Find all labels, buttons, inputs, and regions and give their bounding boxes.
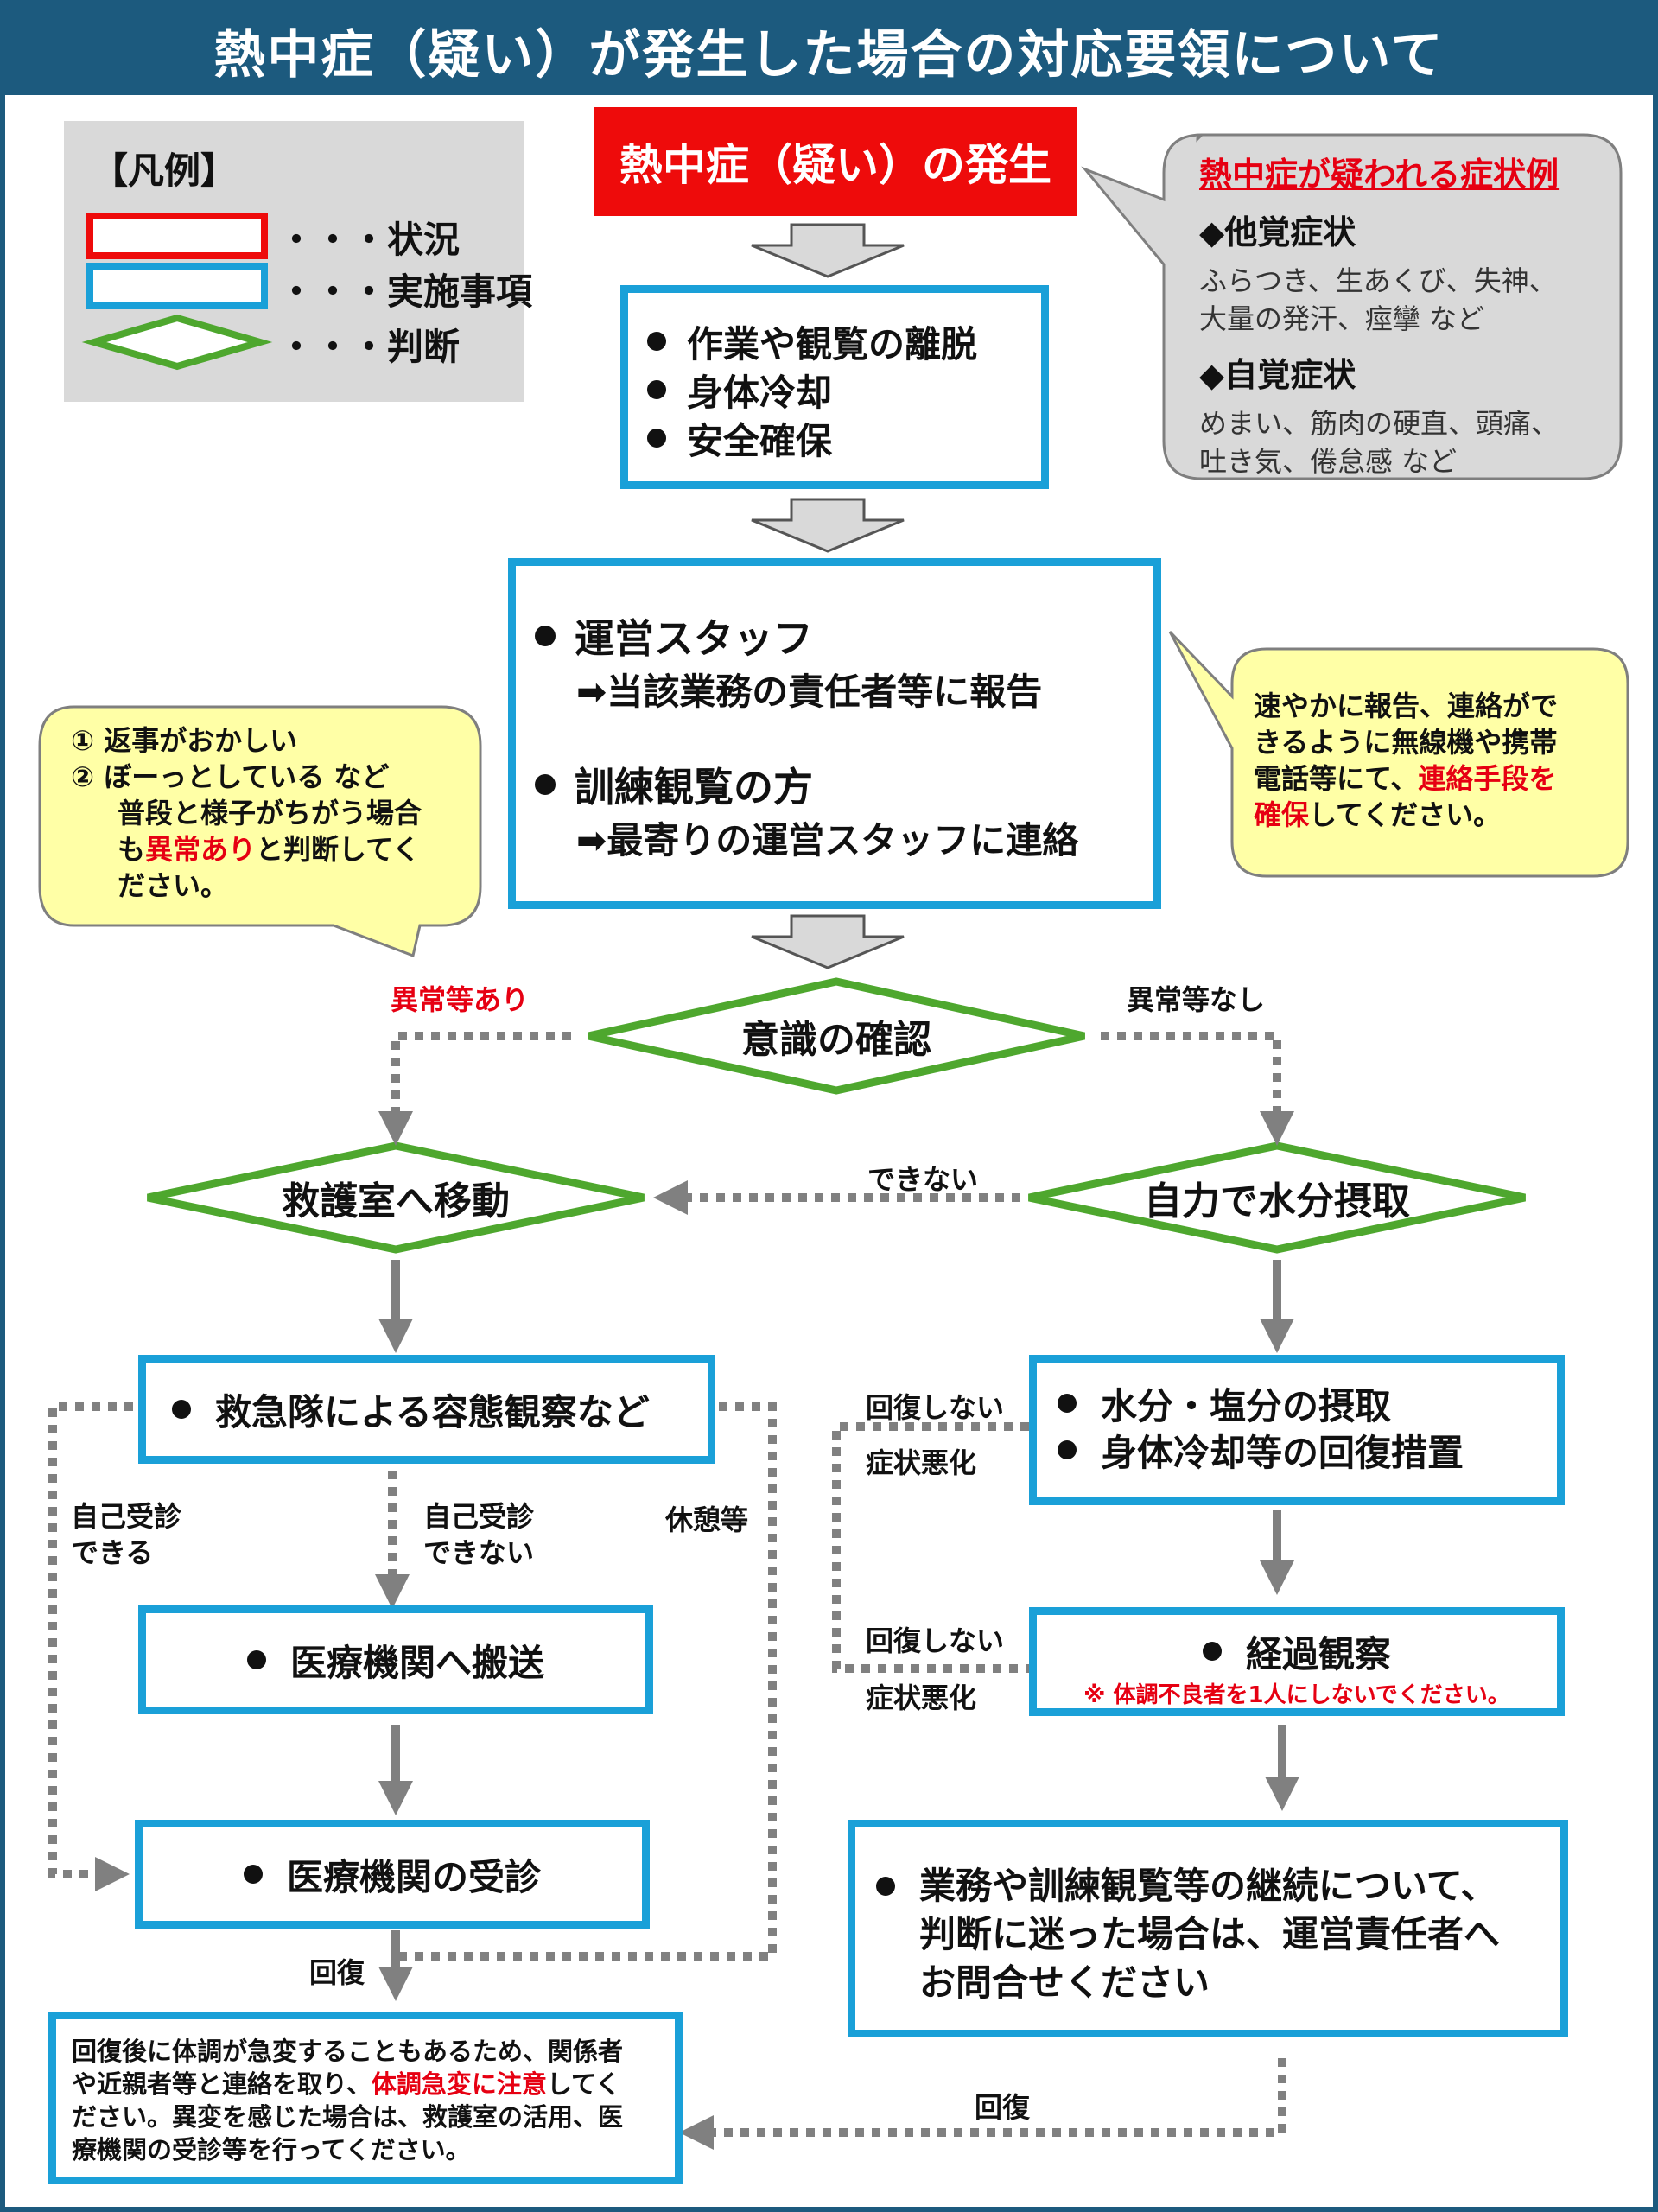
- final-note-line-1: 回復後に体調が急変することもあるため、関係者: [72, 2037, 624, 2066]
- abnormal-callout-shape: [38, 705, 482, 958]
- contact-note-line-1: 速やかに報告、連絡がで: [1254, 690, 1559, 722]
- transport-text: 医療機関へ搬送: [289, 1641, 544, 1684]
- continue-line-1: 業務や訓練観覧等の継続について、: [919, 1865, 1497, 1907]
- consciousness-check: 意識の確認: [741, 1018, 931, 1062]
- ambulance-observation-text: 救急隊による容態観察など: [215, 1390, 650, 1433]
- normal-path: [1101, 1032, 1294, 1146]
- legend-decision-label: ・・・判断: [278, 326, 461, 368]
- subjective-symptoms: めまい、筋肉の硬直、頭痛、 吐き気、倦怠感 など: [1199, 404, 1605, 480]
- objective-symptoms: ふらつき、生あくび、失神、 大量の発汗、痙攣 など: [1199, 262, 1605, 338]
- contact-note-line-4: 確保してください。: [1254, 798, 1502, 831]
- observation-note: ※ 体調不良者を1人にしないでください。: [1083, 1682, 1510, 1708]
- rest-label: 休憩等: [665, 1503, 749, 1536]
- worsened-label-2: 症状悪化: [866, 1681, 977, 1714]
- contact-note-line-3: 電話等にて、連絡手段を: [1254, 762, 1557, 795]
- final-note-box: 回復後に体調が急変することもあるため、関係者 や近親者等と連絡を取り、体調急変に…: [48, 2012, 683, 2184]
- block-arrow-1: [751, 223, 905, 278]
- legend-heading: 【凡例】: [92, 149, 238, 192]
- abnormal-note-line-3: 普段と様子がちがう場合: [118, 797, 422, 830]
- consciousness-diamond: [588, 977, 1085, 1095]
- objective-line-2: 大量の発汗、痙攣 など: [1199, 302, 1485, 335]
- self-hydrate-diamond: [1028, 1141, 1526, 1254]
- hydration-action-2: 身体冷却等の回復措置: [1058, 1427, 1557, 1474]
- abnormal-path: [378, 1032, 571, 1146]
- subjective-line-1: めまい、筋肉の硬直、頭痛、: [1199, 407, 1560, 440]
- flow-connectors: [38, 121, 1629, 2150]
- legend-green-swatch: [81, 314, 273, 371]
- observation-box: 経過観察 ※ 体調不良者を1人にしないでください。: [1029, 1607, 1565, 1716]
- subjective-heading: ◆自覚症状: [1199, 356, 1356, 394]
- recovery-left-label: 回復: [309, 1956, 365, 1989]
- not-recovered-label-2: 回復しない: [866, 1624, 1005, 1657]
- page-title: 熱中症（疑い）が発生した場合の対応要領について: [5, 5, 1653, 95]
- abnormal-note-line-2: ② ぼーっとしている など: [71, 760, 390, 793]
- final-note-line-3: ださい。異変を感じた場合は、救護室の活用、医: [72, 2102, 624, 2132]
- report-box: 運営スタッフ ➡当該業務の責任者等に報告 訓練観覧の方 ➡最寄りの運営スタッフに…: [508, 558, 1161, 909]
- symptoms-callout-shape: [1081, 133, 1623, 480]
- worsened-label-1: 症状悪化: [866, 1446, 977, 1479]
- recover-not-path: [832, 1422, 1029, 1673]
- hydration-box: 水分・塩分の摂取 身体冷却等の回復措置: [1029, 1355, 1565, 1505]
- self-visit-cannot-label: 自己受診できない: [423, 1500, 535, 1569]
- occurrence-box: 熱中症（疑い）の発生: [594, 107, 1077, 216]
- contact-note: 速やかに報告、連絡がで きるように無線機や携帯 電話等にて、連絡手段を 確保して…: [1254, 688, 1558, 833]
- symptoms-heading: 熱中症が疑われる症状例: [1199, 156, 1560, 194]
- first-action-2: 身体冷却: [647, 365, 1041, 414]
- objective-heading: ◆他覚症状: [1199, 213, 1356, 251]
- subjective-line-2: 吐き気、倦怠感 など: [1199, 445, 1458, 478]
- move-aid-decision: 救護室へ移動: [282, 1179, 510, 1224]
- not-recovered-label-1: 回復しない: [866, 1391, 1005, 1424]
- legend-action-label: ・・・実施事項: [278, 270, 533, 313]
- transport-box: 医療機関へ搬送: [138, 1605, 653, 1714]
- abnormal-note-line-1: ① 返事がおかしい: [71, 724, 298, 757]
- legend-red-swatch: [86, 213, 268, 259]
- first-actions-box: 作業や観覧の離脱 身体冷却 安全確保: [620, 285, 1049, 489]
- occurrence-text: 熱中症（疑い）の発生: [619, 140, 1051, 190]
- cannot-label: できない: [867, 1163, 979, 1196]
- contact-note-line-2: きるように無線機や携帯: [1254, 726, 1558, 759]
- continue-line-2: 判断に迷った場合は、運営責任者へ: [919, 1913, 1501, 1955]
- abnormal-note-line-5: ださい。: [118, 869, 229, 902]
- legend-situation-label: ・・・状況: [278, 219, 461, 261]
- move-aid-diamond: [147, 1141, 645, 1254]
- report-staff-action: ➡当該業務の責任者等に報告: [576, 671, 1043, 713]
- abnormal-note-line-4: も異常ありと判断してく: [118, 833, 421, 866]
- report-staff-title: 運営スタッフ: [535, 609, 1153, 663]
- self-visit-can-path: [48, 1402, 133, 1891]
- block-arrow-2: [751, 498, 905, 553]
- final-note-line-4: 療機関の受診等を行ってください。: [72, 2135, 471, 2164]
- first-action-1: 作業や観覧の離脱: [647, 317, 1041, 365]
- final-note-text: 回復後に体調が急変することもあるため、関係者 や近親者等と連絡を取り、体調急変に…: [72, 2035, 675, 2166]
- continue-box: 業務や訓練観覧等の継続について、 判断に迷った場合は、運営責任者へ お問合せくだ…: [848, 1820, 1568, 2037]
- abnormal-label: 異常等あり: [391, 983, 530, 1016]
- normal-label: 異常等なし: [1127, 983, 1266, 1016]
- report-visitor-action: ➡最寄りの運営スタッフに連絡: [576, 819, 1079, 861]
- final-note-line-2: や近親者等と連絡を取り、体調急変に注意してく: [72, 2069, 621, 2099]
- first-action-3: 安全確保: [647, 414, 1041, 462]
- symptoms-callout: 熱中症が疑われる症状例 ◆他覚症状 ふらつき、生あくび、失神、 大量の発汗、痙攣…: [1199, 148, 1605, 480]
- hospital-visit-box: 医療機関の受診: [135, 1820, 650, 1929]
- objective-line-1: ふらつき、生あくび、失神、: [1199, 264, 1557, 297]
- continue-line-3: お問合せください: [919, 1961, 1210, 2004]
- observation-text: 経過観察: [1245, 1632, 1391, 1675]
- report-visitor-title: 訓練観覧の方: [535, 758, 1153, 811]
- legend-blue-swatch: [86, 263, 268, 309]
- block-arrow-3: [751, 914, 905, 969]
- self-visit-can-label: 自己受診できる: [71, 1500, 182, 1569]
- hospital-visit-text: 医療機関の受診: [286, 1855, 541, 1898]
- self-hydrate-decision: 自力で水分摂取: [1144, 1179, 1410, 1224]
- recovery-right-path: [679, 2058, 1286, 2150]
- ambulance-observation-box: 救急隊による容態観察など: [138, 1355, 715, 1464]
- continue-text: 業務や訓練観覧等の継続について、 判断に迷った場合は、運営責任者へ お問合せくだ…: [919, 1862, 1500, 2007]
- hydration-action-1: 水分・塩分の摂取: [1058, 1380, 1557, 1427]
- contact-callout-shape: [1168, 630, 1629, 878]
- rest-path: [396, 1402, 777, 1961]
- recovery-right-label: 回復: [975, 2091, 1031, 2124]
- abnormal-note: ① 返事がおかしい ② ぼーっとしている など 普段と様子がちがう場合 も異常あ…: [71, 722, 422, 904]
